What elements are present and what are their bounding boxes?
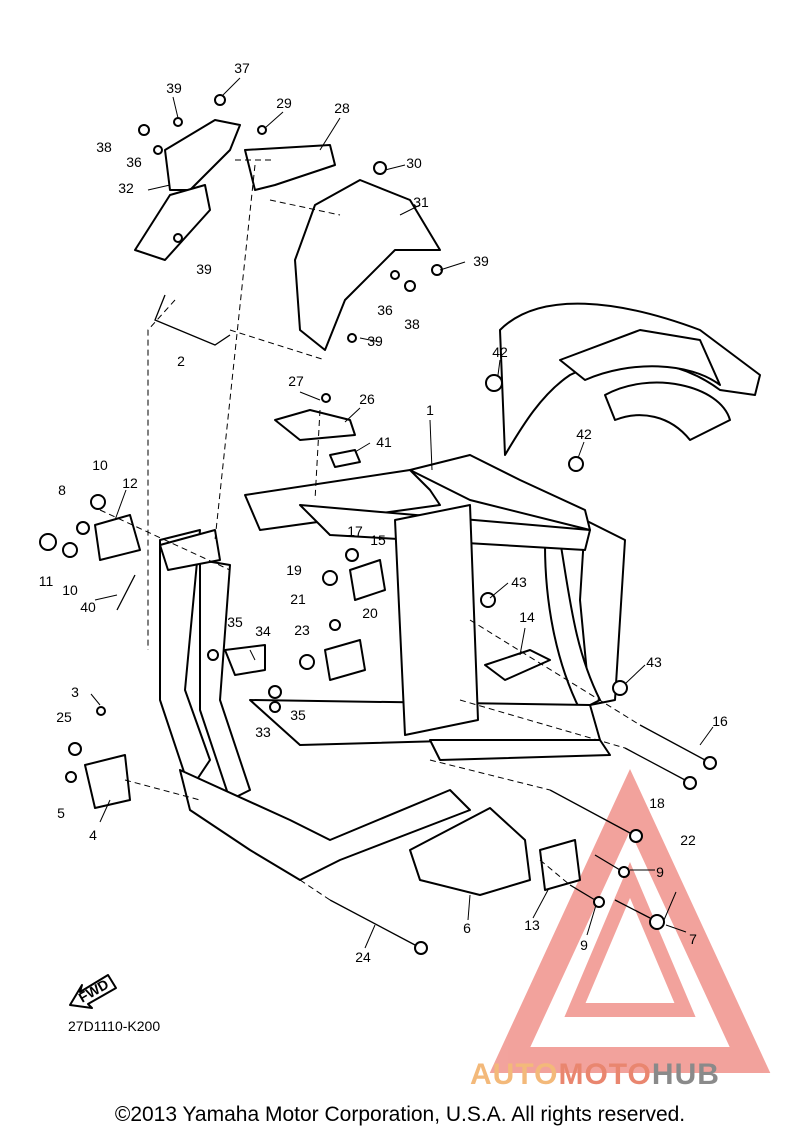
- part-label-15: 15: [370, 532, 386, 548]
- part-label-5: 5: [57, 805, 65, 821]
- bracket-4: [84, 754, 131, 809]
- part-label-17: 17: [347, 523, 363, 539]
- part-number-labels: 1234567899101011121314151617181920212223…: [39, 60, 728, 965]
- part-label-30: 30: [406, 155, 422, 171]
- part-label-8: 8: [58, 482, 66, 498]
- part-label-7: 7: [689, 931, 697, 947]
- part-label-3: 3: [71, 684, 79, 700]
- watermark-part-2: MOTO: [558, 1058, 652, 1091]
- main-frame: [159, 302, 761, 896]
- rod-40: [116, 574, 136, 611]
- bracket-13: [539, 839, 581, 891]
- watermark-part-1: AUTO: [470, 1058, 559, 1091]
- part-label-39b: 39: [196, 261, 212, 277]
- part-label-21: 21: [290, 591, 306, 607]
- part-label-42b: 42: [576, 426, 592, 442]
- part-label-40: 40: [80, 599, 96, 615]
- part-label-16: 16: [712, 713, 728, 729]
- bracket-28: [244, 144, 336, 191]
- bracket-2: [154, 294, 231, 346]
- watermark-text: AUTOMOTOHUB: [470, 1058, 720, 1092]
- assembly-lines: [99, 159, 641, 901]
- part-label-41: 41: [376, 434, 392, 450]
- bolt-9-upper: [594, 854, 630, 878]
- part-label-43a: 43: [511, 574, 527, 590]
- part-label-18: 18: [649, 795, 665, 811]
- part-label-14: 14: [519, 609, 535, 625]
- bolt-9-lower: [569, 884, 605, 908]
- part-label-35a: 35: [227, 614, 243, 630]
- part-label-13: 13: [524, 917, 540, 933]
- bracket-20: [324, 639, 366, 681]
- part-label-32: 32: [118, 180, 134, 196]
- part-label-36b: 36: [377, 302, 393, 318]
- bolt-24: [329, 899, 428, 955]
- part-label-36a: 36: [126, 154, 142, 170]
- bolt-18: [624, 747, 697, 790]
- part-label-1: 1: [426, 402, 434, 418]
- bracket-15: [349, 559, 386, 601]
- cover-left-32: [134, 119, 241, 261]
- part-label-29: 29: [276, 95, 292, 111]
- small-fasteners: [39, 94, 628, 783]
- part-label-10b: 10: [62, 582, 78, 598]
- bolt-16: [639, 724, 717, 770]
- pad-41: [329, 449, 361, 468]
- part-label-39d: 39: [367, 333, 383, 349]
- cover-right-31: [294, 179, 441, 351]
- bolt-22: [549, 789, 643, 843]
- bracket-14: [484, 649, 551, 681]
- fwd-arrow-icon: [69, 974, 117, 1009]
- part-label-38b: 38: [404, 316, 420, 332]
- part-label-9b: 9: [580, 937, 588, 953]
- part-label-39a: 39: [166, 80, 182, 96]
- diagram-code: 27D1110-K200: [68, 1018, 161, 1034]
- part-label-4: 4: [89, 827, 97, 843]
- part-label-27: 27: [288, 373, 304, 389]
- leader-lines: [90, 77, 714, 949]
- part-label-6: 6: [463, 920, 471, 936]
- part-label-11: 11: [39, 573, 54, 589]
- part-label-34: 34: [255, 623, 271, 639]
- part-label-31: 31: [413, 194, 429, 210]
- part-label-37: 37: [234, 60, 250, 76]
- part-label-26: 26: [359, 391, 375, 407]
- part-label-38a: 38: [96, 139, 112, 155]
- part-label-28: 28: [334, 100, 350, 116]
- part-label-22: 22: [680, 832, 696, 848]
- part-label-24: 24: [355, 949, 371, 965]
- part-label-2: 2: [177, 353, 185, 369]
- part-label-9a: 9: [656, 864, 664, 880]
- part-label-42a: 42: [492, 344, 508, 360]
- copyright-notice: ©2013 Yamaha Motor Corporation, U.S.A. A…: [114, 1103, 686, 1126]
- part-label-23: 23: [294, 622, 310, 638]
- part-label-12: 12: [122, 475, 138, 491]
- bracket-34: [224, 644, 266, 676]
- part-label-35b: 35: [290, 707, 306, 723]
- watermark-part-3: HUB: [651, 1058, 720, 1091]
- watermark-logo: [489, 768, 771, 1073]
- bracket-26: [274, 409, 356, 441]
- part-label-10a: 10: [92, 457, 108, 473]
- nut-7: [614, 899, 665, 930]
- part-label-25: 25: [56, 709, 72, 725]
- part-label-19: 19: [286, 562, 302, 578]
- part-label-39c: 39: [473, 253, 489, 269]
- part-label-43b: 43: [646, 654, 662, 670]
- part-label-20: 20: [362, 605, 378, 621]
- part-label-33: 33: [255, 724, 271, 740]
- bracket-12: [94, 514, 141, 561]
